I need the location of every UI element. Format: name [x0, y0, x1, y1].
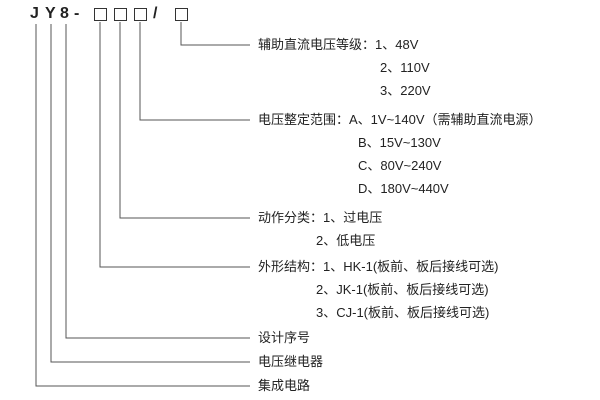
label-voltage-setting-range: 电压整定范围：A、1V~140V（需辅助直流电源）: [258, 112, 542, 127]
line-voltage-relay: [50, 24, 250, 363]
label-voltage-range-option-c: C、80V~240V: [358, 158, 442, 173]
model-slash: /: [153, 5, 158, 22]
label-aux-dc-voltage-option-2: 2、110V: [380, 60, 430, 75]
label-outline-structure-option-3: 3、CJ-1(板前、板后接线可选): [316, 305, 490, 320]
line-outline-structure: [99, 22, 250, 268]
model-letter-y: Y: [45, 5, 56, 22]
model-dash: -: [74, 5, 80, 22]
line-action-category: [119, 22, 250, 219]
label-outline-structure: 外形结构：1、HK-1(板前、板后接线可选): [258, 259, 499, 274]
model-placeholder-box-3: [134, 8, 147, 21]
model-placeholder-box-2: [114, 8, 127, 21]
model-letter-j: J: [30, 5, 39, 22]
label-voltage-range-option-d: D、180V~440V: [358, 181, 449, 196]
label-aux-dc-voltage-option-3: 3、220V: [380, 83, 431, 98]
model-placeholder-box-4: [175, 8, 188, 21]
label-action-category-option-2: 2、低电压: [316, 233, 376, 248]
line-design-serial: [65, 24, 250, 339]
label-aux-dc-voltage: 辅助直流电压等级：1、48V: [258, 37, 419, 52]
label-outline-structure-option-2: 2、JK-1(板前、板后接线可选): [316, 282, 489, 297]
model-digit-8: 8: [60, 5, 69, 22]
label-integrated-circuit: 集成电路: [258, 378, 311, 393]
line-aux-dc-voltage: [180, 22, 250, 46]
model-placeholder-box-1: [94, 8, 107, 21]
label-action-category: 动作分类：1、过电压: [258, 210, 383, 225]
line-integrated-circuit: [35, 24, 250, 387]
label-voltage-range-option-b: B、15V~130V: [358, 135, 441, 150]
label-voltage-relay: 电压继电器: [258, 354, 324, 369]
label-design-serial: 设计序号: [258, 330, 311, 345]
line-voltage-setting-range: [139, 22, 250, 121]
